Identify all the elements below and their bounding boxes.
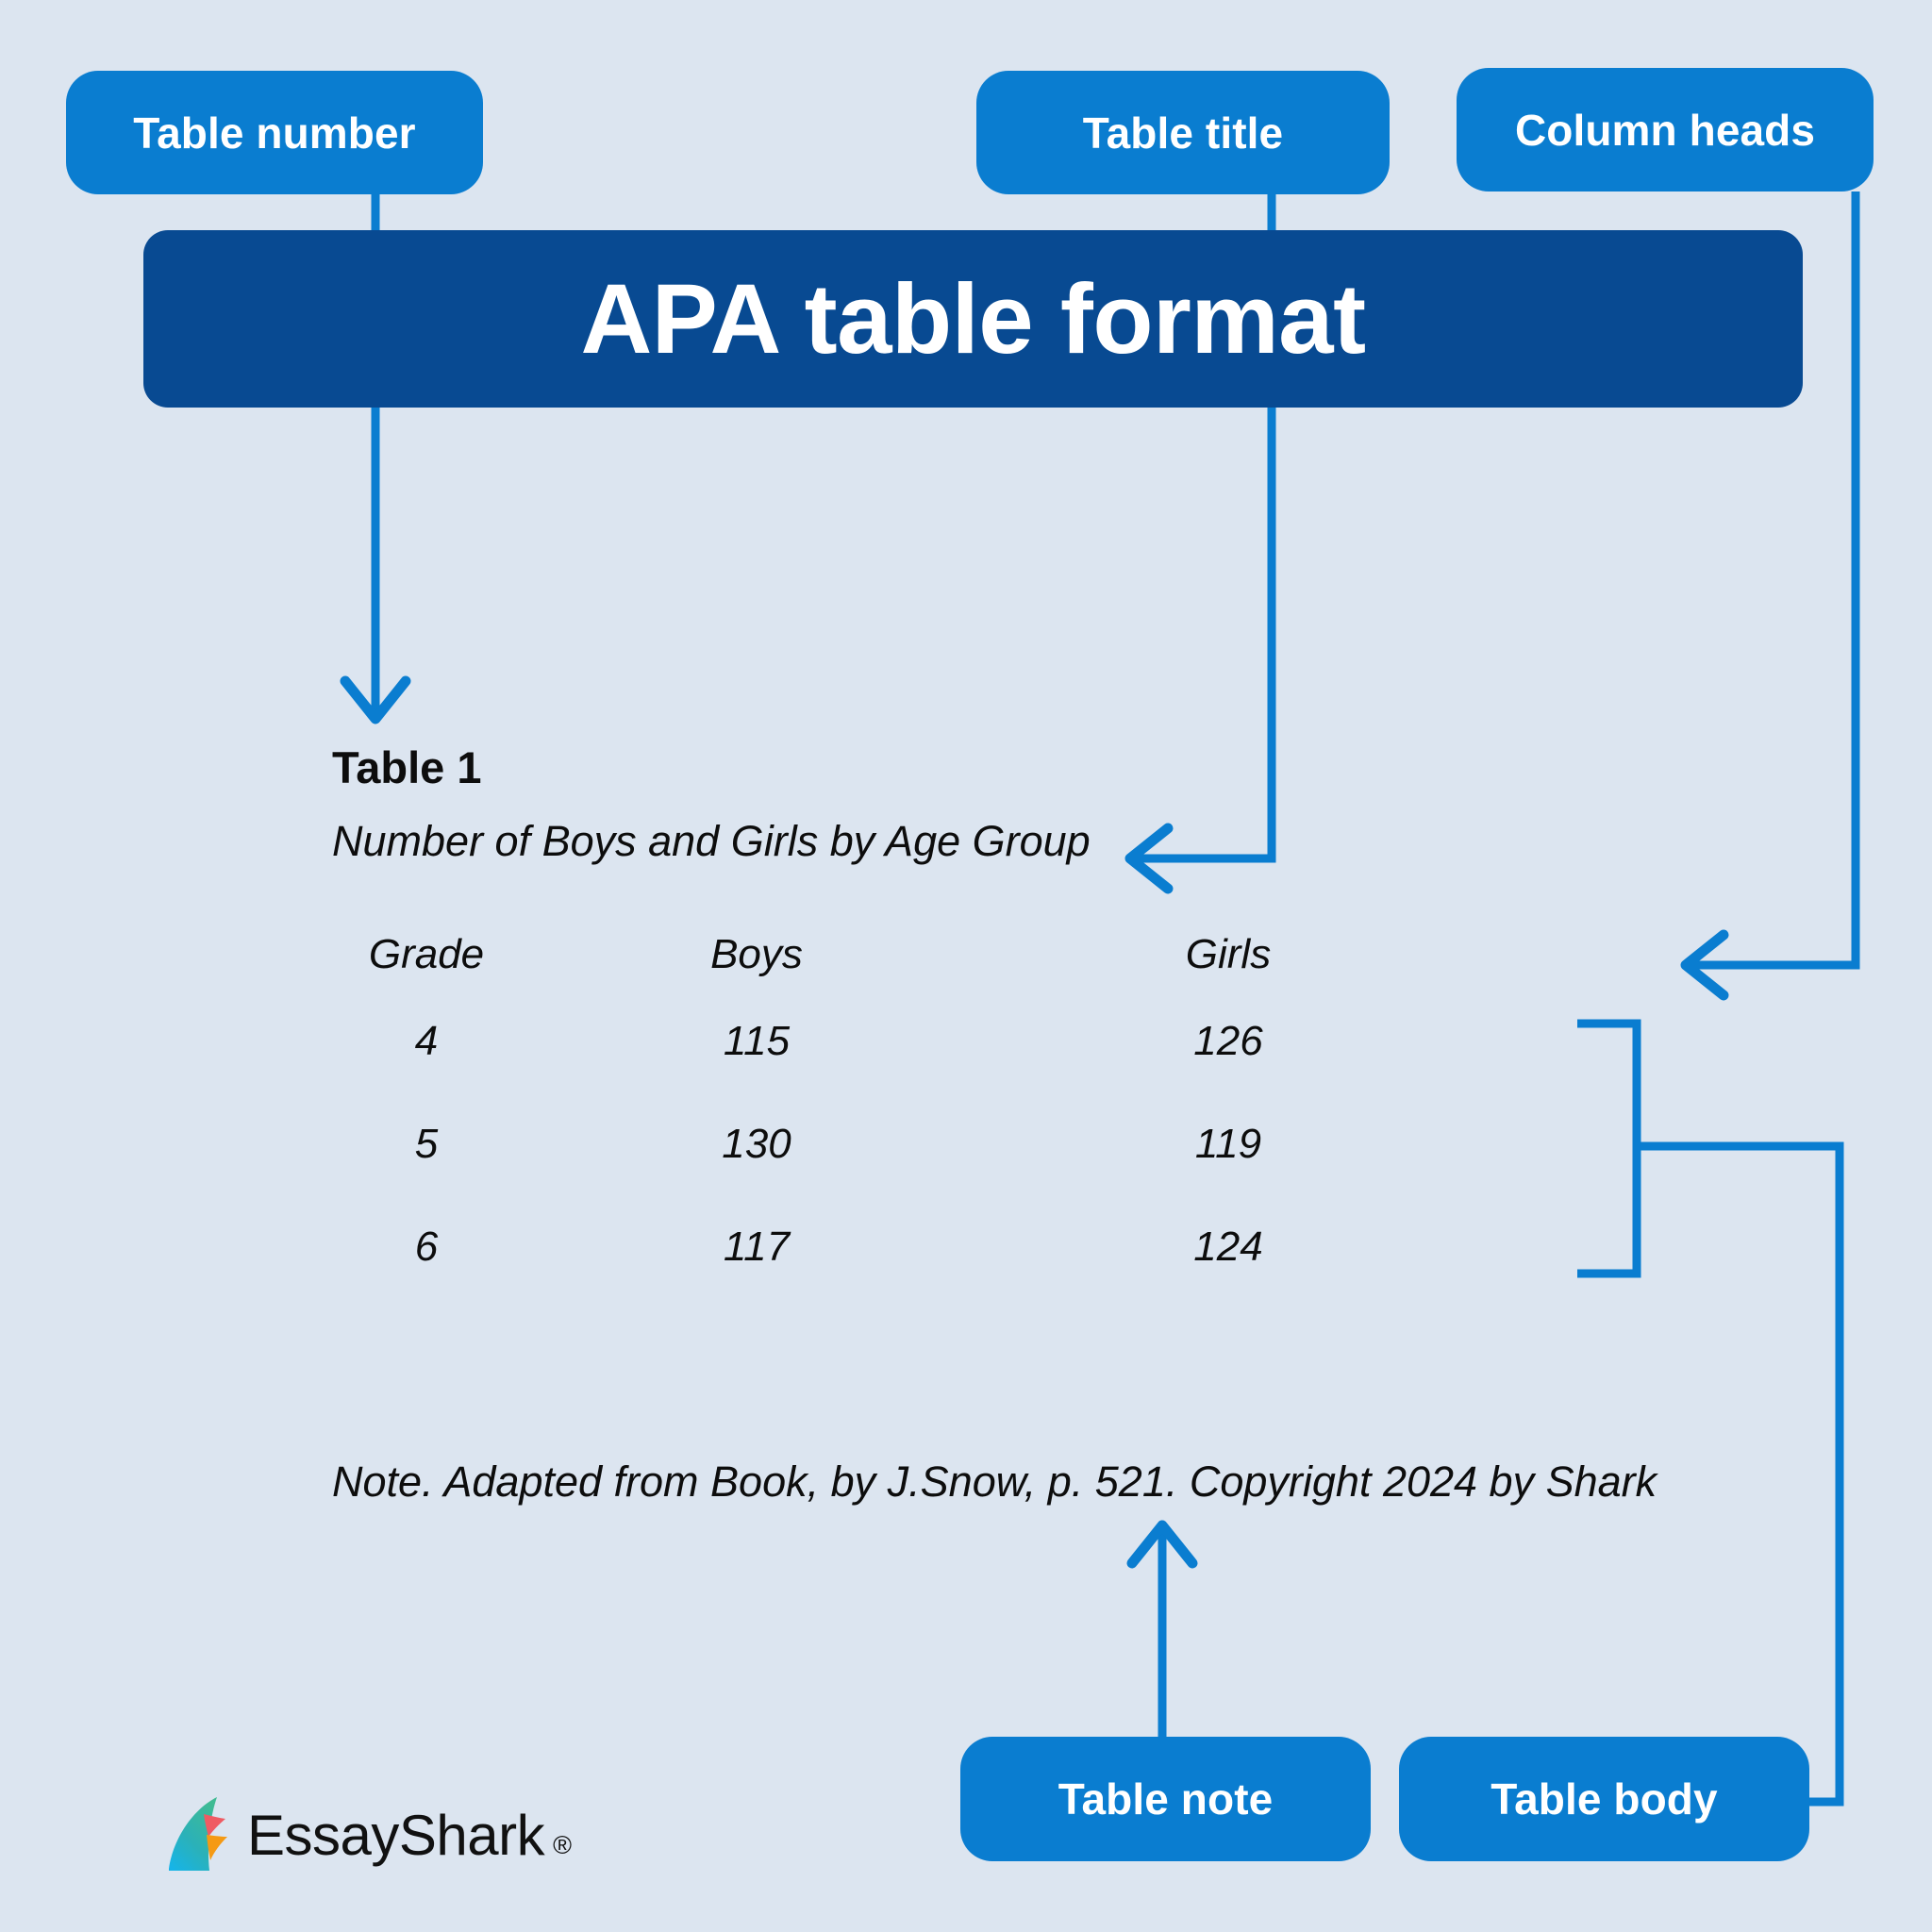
connector-table-body-stem (1637, 1141, 1844, 1807)
table-number: Table 1 (332, 742, 482, 792)
cell-grade: 5 (414, 1121, 439, 1167)
callout-column-heads-label: Column heads (1514, 105, 1816, 155)
callout-table-body[interactable]: Table body (1399, 1737, 1809, 1861)
arrowhead-up-table-note (1126, 1520, 1198, 1569)
cell-grade: 6 (414, 1224, 439, 1270)
table-note-text: Note. Adapted from Book, by J.Snow, p. 5… (332, 1457, 1657, 1506)
cell-girls: 124 (1193, 1224, 1263, 1270)
arrowhead-left-column-heads (1680, 929, 1729, 1001)
title-banner: APA table format (143, 230, 1803, 408)
cell-boys: 115 (723, 1018, 791, 1064)
essayshark-logo[interactable]: EssayShark ® (168, 1795, 572, 1876)
callout-table-body-label: Table body (1491, 1774, 1718, 1824)
column-head-boys: Boys (710, 931, 803, 977)
logo-wordmark: EssayShark (247, 1804, 545, 1867)
table-row: 5 130 119 (332, 1124, 1464, 1165)
cell-boys: 117 (723, 1224, 791, 1270)
page-title: APA table format (580, 263, 1366, 375)
registered-trademark-icon: ® (553, 1830, 573, 1859)
arrowhead-down-table-number (340, 675, 411, 724)
table-header-row: Grade Boys Girls (332, 934, 1464, 975)
callout-table-title-label: Table title (1082, 108, 1284, 158)
callout-table-number-label: Table number (133, 108, 416, 158)
table-row: 6 117 124 (332, 1226, 1464, 1268)
apa-table-heading: Table 1 Number of Boys and Girls by Age … (332, 745, 1596, 862)
column-head-grade: Grade (368, 931, 485, 977)
callout-table-note-label: Table note (1058, 1774, 1274, 1824)
table-row: 4 115 126 (332, 1021, 1464, 1062)
table-title: Number of Boys and Girls by Age Group (332, 817, 1091, 865)
bracket-table-body (1577, 1019, 1641, 1278)
cell-boys: 130 (722, 1121, 791, 1167)
column-head-girls: Girls (1185, 931, 1272, 977)
cell-girls: 119 (1194, 1121, 1262, 1167)
apa-table-grid: Grade Boys Girls 4 115 126 5 130 119 6 1… (332, 934, 1464, 1268)
callout-table-note[interactable]: Table note (960, 1737, 1371, 1861)
cell-grade: 4 (414, 1018, 439, 1064)
cell-girls: 126 (1193, 1018, 1263, 1064)
callout-column-heads[interactable]: Column heads (1457, 68, 1874, 192)
callout-table-title[interactable]: Table title (976, 71, 1390, 194)
shark-fin-icon (169, 1797, 227, 1871)
callout-table-number[interactable]: Table number (66, 71, 483, 194)
